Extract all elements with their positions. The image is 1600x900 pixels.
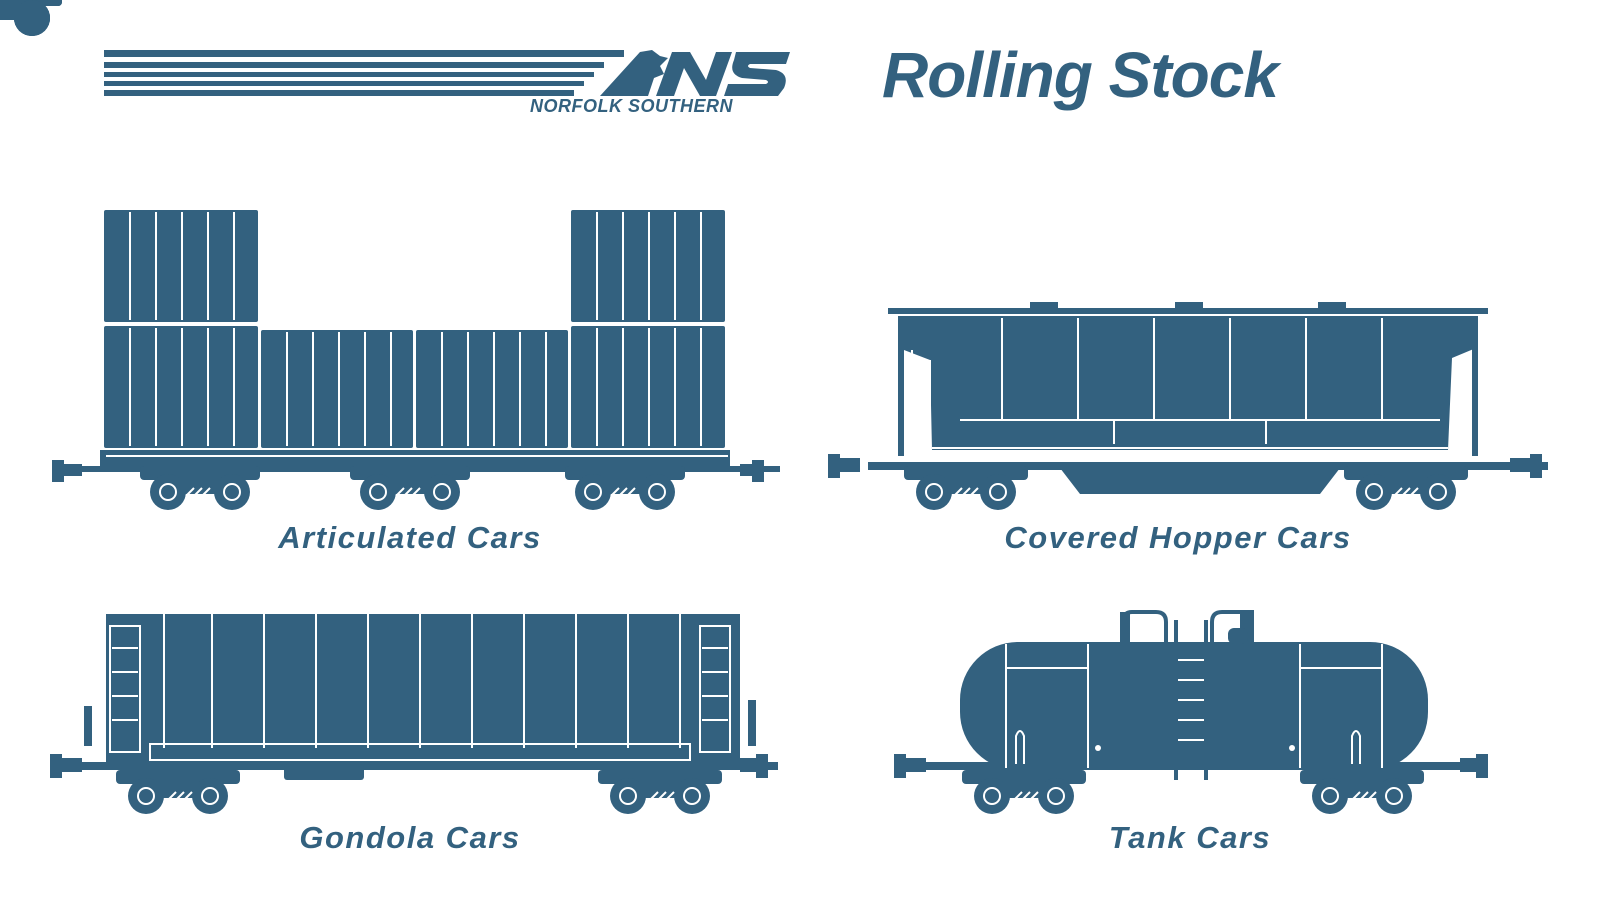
caption-articulated-cars: Articulated Cars <box>278 520 542 555</box>
caption-gondola-cars: Gondola Cars <box>299 820 521 855</box>
gondola-car-icon <box>0 0 778 814</box>
caption-covered-hopper-cars: Covered Hopper Cars <box>1004 520 1352 555</box>
caption-tank-cars: Tank Cars <box>1108 820 1272 855</box>
articulated-car-icon <box>0 0 780 510</box>
page-title: Rolling Stock <box>882 39 1279 111</box>
norfolk-southern-logo <box>104 50 790 96</box>
brand-name: NORFOLK SOUTHERN <box>530 96 733 116</box>
